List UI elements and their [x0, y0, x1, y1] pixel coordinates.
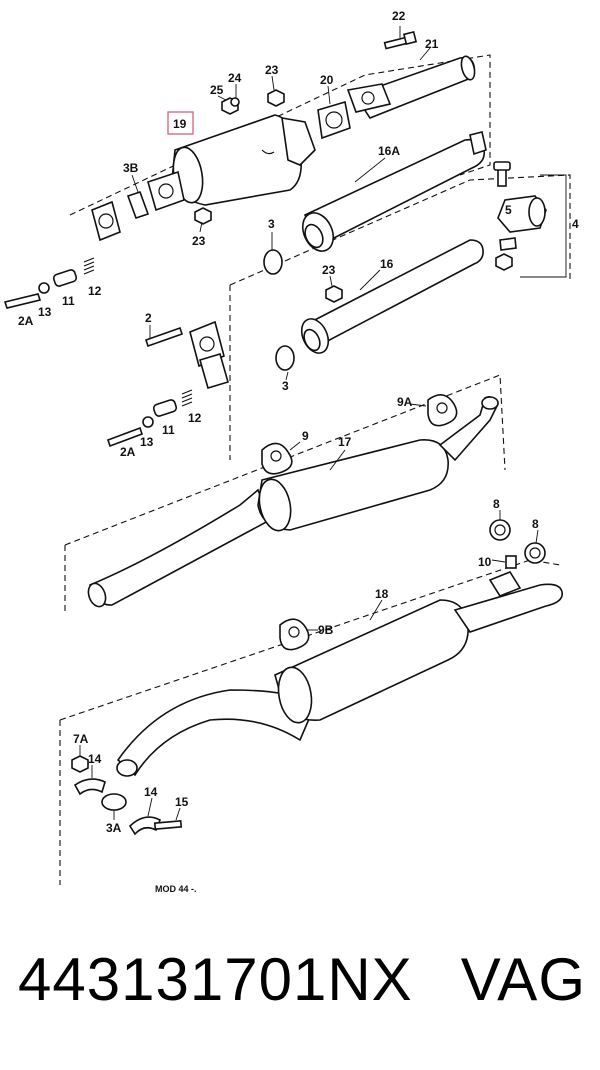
label-13: 13 [38, 305, 52, 319]
part-labels: 22 21 24 23 25 20 19 3B 23 16A 5 4 3 23 … [18, 9, 579, 894]
label-12: 12 [88, 284, 102, 298]
label-19: 19 [173, 117, 187, 131]
label-2: 2 [145, 311, 152, 325]
label-9b: 9B [318, 623, 334, 637]
label-11: 11 [62, 294, 75, 308]
clamp-assembly-4 [493, 161, 567, 278]
label-9a: 9A [397, 395, 413, 409]
label-23-b: 23 [192, 234, 206, 248]
footer: 443131701NX VAG [10, 950, 590, 1040]
flange-kit-upper [3, 190, 150, 309]
label-14-b: 14 [144, 785, 158, 799]
label-13-b: 13 [140, 435, 154, 449]
label-9: 9 [302, 429, 309, 443]
middle-silencer-17 [87, 394, 499, 608]
label-15: 15 [175, 795, 189, 809]
label-2a-b: 2A [120, 445, 136, 459]
label-25: 25 [210, 83, 224, 97]
label-16: 16 [380, 257, 394, 271]
pipe-16 [275, 239, 484, 371]
label-3a: 3A [106, 821, 122, 835]
label-18: 18 [375, 587, 389, 601]
pipe-16a [263, 131, 487, 275]
label-4: 4 [572, 217, 579, 231]
label-3b: 3B [123, 161, 139, 175]
section-outlines [59, 54, 571, 885]
label-11-b: 11 [162, 423, 175, 437]
front-pipe-21 [346, 30, 476, 119]
label-8-b: 8 [532, 517, 539, 531]
label-21: 21 [425, 37, 439, 51]
label-16a: 16A [378, 144, 400, 158]
label-3: 3 [268, 217, 275, 231]
label-24: 24 [228, 71, 242, 85]
label-2a: 2A [18, 314, 34, 328]
label-14: 14 [88, 752, 102, 766]
label-5: 5 [505, 203, 512, 217]
catalytic-converter-19 [147, 89, 351, 225]
diagram-code: MOD 44 -. [155, 884, 197, 894]
label-12-b: 12 [188, 411, 202, 425]
label-22: 22 [392, 9, 406, 23]
label-3-c: 3 [282, 379, 289, 393]
exhaust-system-diagram: 22 21 24 23 25 20 19 3B 23 16A 5 4 3 23 … [3, 9, 579, 894]
leader-lines [79, 26, 539, 821]
label-8: 8 [493, 497, 500, 511]
label-10: 10 [478, 555, 492, 569]
label-23: 23 [265, 63, 279, 77]
part-number: 443131701NX [18, 946, 413, 1013]
label-20: 20 [320, 73, 334, 87]
label-7a: 7A [73, 732, 89, 746]
rear-silencer-18 [116, 519, 563, 777]
brand-name: VAG [460, 946, 586, 1013]
flange-kit-lower [106, 320, 229, 448]
label-17: 17 [338, 435, 352, 449]
label-23-c: 23 [322, 263, 336, 277]
